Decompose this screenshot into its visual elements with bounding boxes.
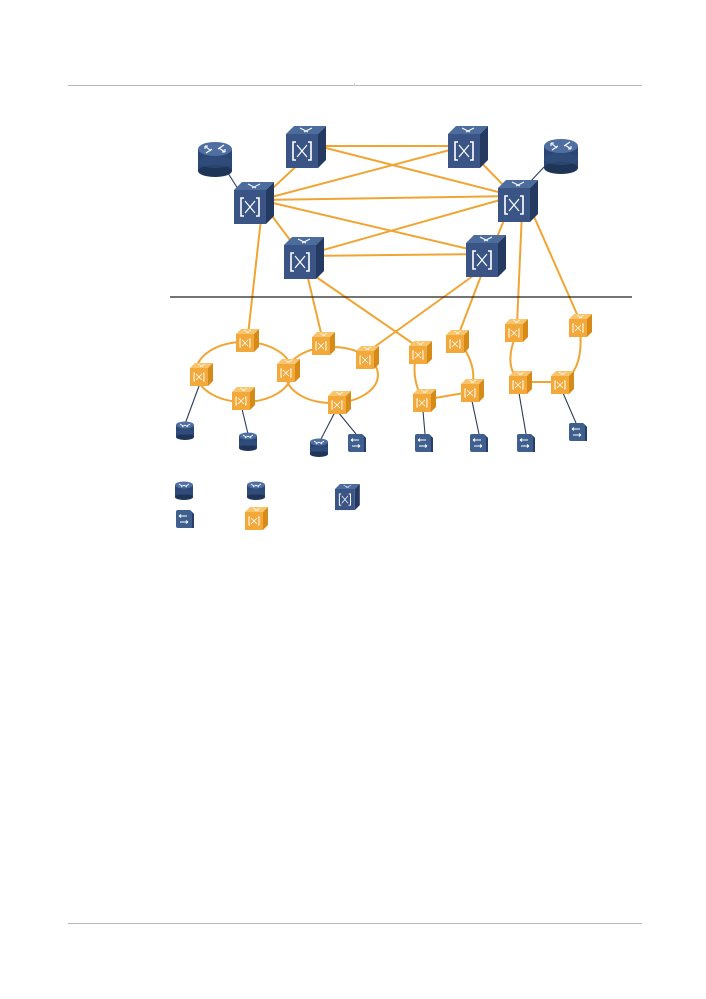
access-router	[175, 421, 195, 441]
core-link	[317, 145, 515, 197]
uplink	[531, 211, 581, 322]
access-links	[184, 385, 577, 442]
access-link	[337, 411, 357, 435]
access-router	[238, 432, 258, 452]
core-switch-1	[285, 125, 327, 169]
uplink	[365, 267, 485, 354]
access-link	[184, 385, 200, 425]
core-link	[259, 199, 491, 255]
uplink	[305, 269, 419, 348]
uplink	[516, 211, 523, 326]
access-link	[562, 392, 577, 424]
core-switch-2	[447, 125, 489, 169]
core-link	[259, 195, 515, 201]
aggregation-switch	[311, 331, 336, 356]
l2-switch-icon	[175, 509, 195, 529]
aggregation-switch	[504, 318, 529, 343]
access-l2-switch	[469, 433, 489, 453]
aggregation-switch	[460, 378, 485, 403]
access-link	[471, 400, 480, 435]
core-router-right	[543, 138, 579, 175]
access-link	[241, 408, 249, 435]
legend	[174, 481, 361, 531]
core-link	[259, 145, 466, 201]
access-l2-switch	[347, 433, 367, 453]
access-l2-switch	[414, 433, 434, 453]
core-link	[301, 253, 491, 257]
aggregation-switch	[508, 370, 533, 395]
aggregation-switch	[408, 340, 433, 365]
access-link	[518, 392, 527, 435]
access-link	[422, 410, 426, 435]
aggregation-switch-icon	[244, 506, 269, 531]
router-uplink	[529, 166, 545, 183]
uplink	[305, 269, 323, 338]
aggregation-switch	[445, 329, 470, 354]
ring	[509, 329, 582, 383]
aggregation-switch	[231, 386, 256, 411]
core-switch-3	[233, 181, 275, 225]
uplink	[247, 209, 263, 336]
router-icon	[246, 481, 266, 501]
access-router	[309, 438, 329, 458]
core-switch-5	[283, 236, 325, 280]
uplinks	[247, 209, 581, 354]
aggregation-switch	[235, 328, 260, 353]
router-icon	[174, 481, 194, 501]
core-router-left	[197, 141, 233, 178]
footer-rule	[68, 923, 642, 924]
aggregation-switch	[412, 388, 437, 413]
header-mark	[354, 83, 355, 86]
core-switch-6	[465, 234, 507, 278]
aggregation-switch	[189, 362, 214, 387]
aggregation-switch	[276, 358, 301, 383]
core-switch-4	[497, 179, 539, 223]
aggregation-switch	[568, 313, 593, 338]
access-l2-switch	[568, 422, 588, 442]
access-l2-switch	[516, 433, 536, 453]
aggregation-switch	[327, 390, 352, 415]
access-link	[319, 411, 336, 442]
ring	[413, 341, 475, 402]
aggregation-switch	[355, 345, 380, 370]
core-switch-icon	[334, 483, 361, 511]
core-link	[301, 195, 515, 257]
header-rule	[68, 85, 642, 86]
uplink	[457, 267, 485, 337]
aggregation-switch	[550, 370, 575, 395]
